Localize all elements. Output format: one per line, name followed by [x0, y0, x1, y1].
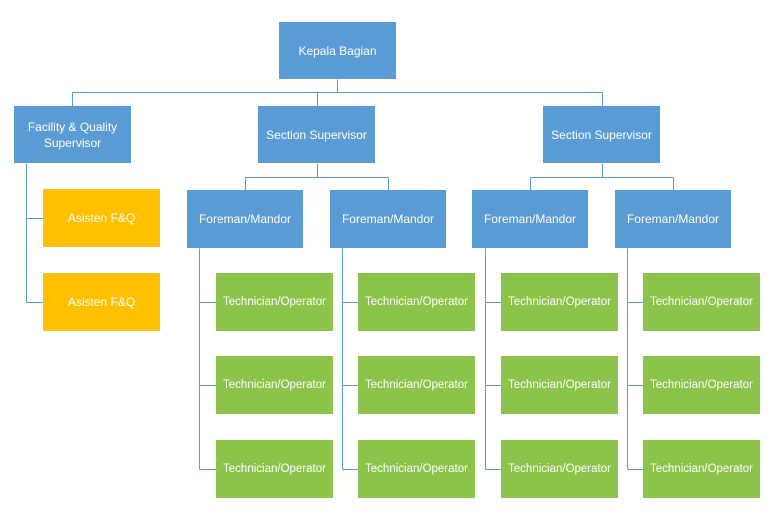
node-technician-operator: Technician/Operator: [643, 273, 760, 331]
node-section-supervisor: Section Supervisor: [258, 106, 375, 163]
node-technician-operator: Technician/Operator: [501, 356, 618, 414]
node-technician-operator: Technician/Operator: [643, 356, 760, 414]
node-technician-operator: Technician/Operator: [358, 440, 475, 498]
node-technician-operator: Technician/Operator: [216, 273, 333, 331]
node-section-supervisor: Section Supervisor: [543, 106, 660, 163]
node-facility-quality-supervisor: Facility & Quality Supervisor: [14, 106, 131, 163]
node-technician-operator: Technician/Operator: [216, 356, 333, 414]
node-asisten-fq: Asisten F&Q: [43, 189, 160, 247]
node-foreman-mandor: Foreman/Mandor: [472, 190, 588, 248]
node-technician-operator: Technician/Operator: [643, 440, 760, 498]
node-technician-operator: Technician/Operator: [501, 440, 618, 498]
node-technician-operator: Technician/Operator: [216, 440, 333, 498]
node-technician-operator: Technician/Operator: [358, 356, 475, 414]
node-foreman-mandor: Foreman/Mandor: [187, 190, 303, 248]
node-technician-operator: Technician/Operator: [501, 273, 618, 331]
node-kepala-bagian: Kepala Bagian: [279, 22, 396, 79]
node-foreman-mandor: Foreman/Mandor: [615, 190, 731, 248]
node-foreman-mandor: Foreman/Mandor: [330, 190, 446, 248]
node-asisten-fq: Asisten F&Q: [43, 273, 160, 331]
node-technician-operator: Technician/Operator: [358, 273, 475, 331]
